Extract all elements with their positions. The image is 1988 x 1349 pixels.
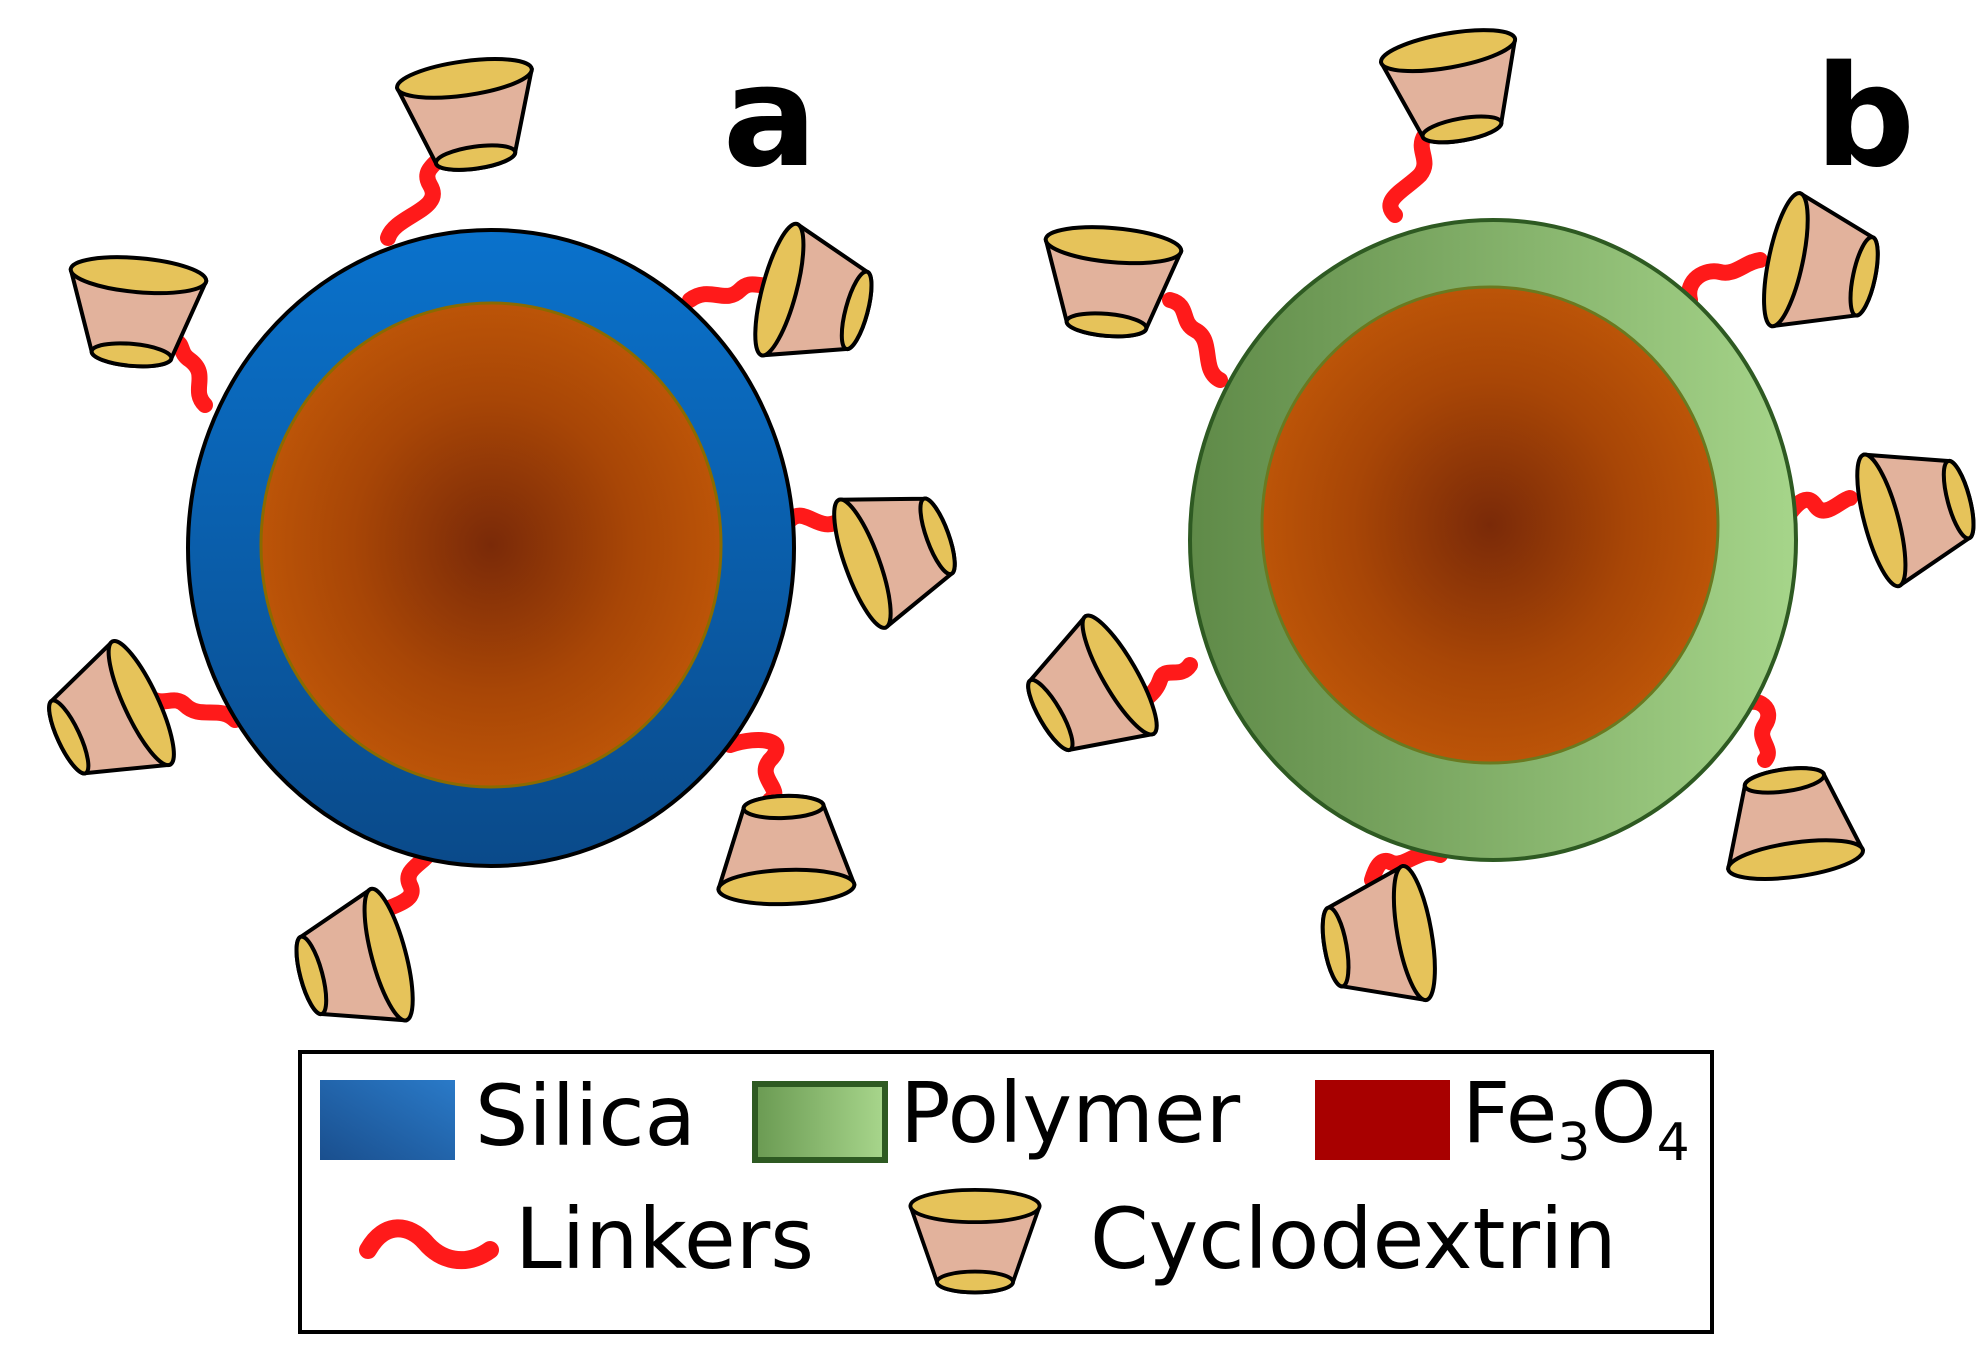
linker-wave-icon <box>1137 657 1198 708</box>
linker-wave-icon <box>147 692 243 728</box>
cyclodextrin-cup-icon <box>1004 605 1171 782</box>
panel-b: b <box>1004 20 1988 1018</box>
silica-swatch <box>320 1080 455 1160</box>
cyclodextrin-cup-icon <box>821 466 974 636</box>
legend-label-fe3o4: Fe3O4 <box>1462 1064 1690 1173</box>
fe3o4-core <box>259 301 723 789</box>
fe3o4-core <box>1260 285 1720 765</box>
cyclodextrin-cup-icon <box>28 632 188 806</box>
legend-label-polymer: Polymer <box>900 1064 1241 1162</box>
linker-wave-icon <box>722 732 785 808</box>
linker-wave-icon <box>1681 252 1768 308</box>
panel-label-a: a <box>723 36 817 199</box>
cyclodextrin-cup-icon <box>1310 861 1445 1018</box>
legend: Silica Polymer Fe3O4 Linkers Cyclodextri… <box>298 1050 1714 1334</box>
cyclodextrin-cup-icon <box>1713 758 1868 888</box>
legend-label-cyclodextrin: Cyclodextrin <box>1090 1190 1617 1288</box>
cyclodextrin-cup-icon <box>1753 187 1892 348</box>
polymer-swatch <box>752 1081 888 1163</box>
legend-label-silica: Silica <box>475 1067 696 1165</box>
linker-wave-icon <box>359 1219 499 1269</box>
linker-wave-icon <box>1382 127 1433 223</box>
cyclodextrin-cup-icon <box>1035 220 1185 344</box>
panel-label-b: b <box>1815 36 1915 199</box>
cyclodextrin-cup-icon <box>392 50 547 180</box>
cyclodextrin-cup-icon <box>715 794 855 907</box>
fe3o4-swatch <box>1315 1080 1450 1160</box>
cyclodextrin-cup-icon <box>743 217 887 381</box>
linker-wave-icon <box>1162 292 1228 388</box>
cyclodextrin-cup-icon <box>1376 20 1533 155</box>
cyclodextrin-cup-icon <box>1845 429 1988 593</box>
panel-a: a <box>28 36 974 1046</box>
legend-label-linkers: Linkers <box>515 1190 814 1288</box>
